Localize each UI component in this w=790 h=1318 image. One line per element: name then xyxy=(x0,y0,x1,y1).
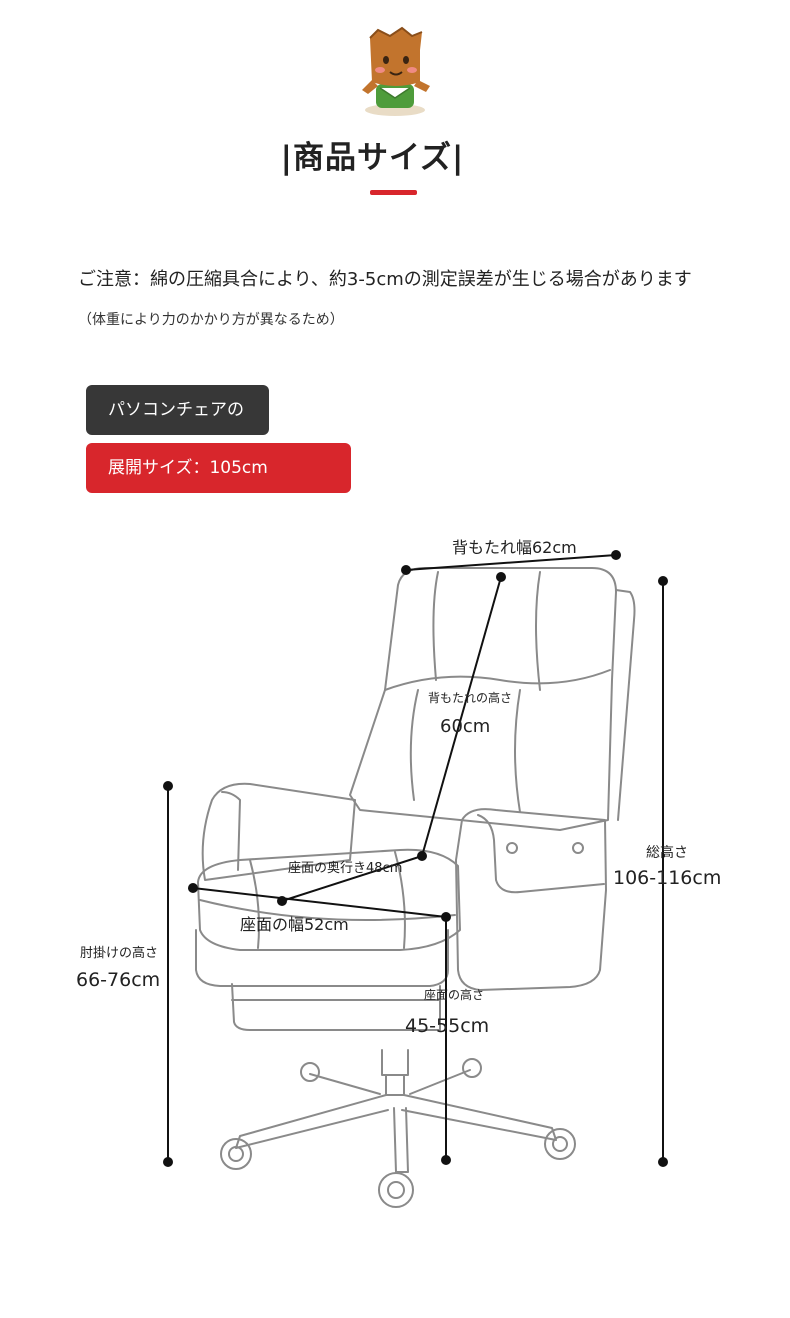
seat-height-label: 座面の高さ xyxy=(424,987,484,1002)
chair-type-tag: パソコンチェアの xyxy=(86,385,269,435)
back-width-label: 背もたれ幅62cm xyxy=(452,538,577,557)
total-height-label: 総高さ xyxy=(646,844,688,861)
expanded-size-tag-label: 展開サイズ：105cm xyxy=(108,458,268,478)
seat-width-label: 座面の幅52cm xyxy=(240,915,349,934)
page-title: |商品サイズ| xyxy=(280,140,465,176)
back-height-value: 60cm xyxy=(440,716,490,737)
chair-type-tag-label: パソコンチェアの xyxy=(108,400,244,420)
dimension-endpoints xyxy=(163,550,668,1167)
stump-mascot-icon xyxy=(362,26,430,116)
expanded-size-tag: 展開サイズ：105cm xyxy=(86,443,351,493)
seat-height-value: 45-55cm xyxy=(405,1015,489,1037)
caution-subnote: （体重により力のかかり方が異なるため） xyxy=(78,312,344,328)
armrest-height-value: 66-76cm xyxy=(76,969,160,991)
dimension-lines xyxy=(167,554,664,1162)
armrest-height-label: 肘掛けの高さ xyxy=(80,945,158,961)
seat-depth-label: 座面の奥行き48cm xyxy=(288,861,402,876)
total-height-value: 106-116cm xyxy=(613,867,721,889)
back-height-label: 背もたれの高さ xyxy=(428,690,512,705)
chair-outline xyxy=(195,567,636,1208)
caution-note: ご注意：綿の圧縮具合により、約3-5cmの測定誤差が生じる場合があります xyxy=(78,269,692,290)
title-underline xyxy=(370,190,417,195)
